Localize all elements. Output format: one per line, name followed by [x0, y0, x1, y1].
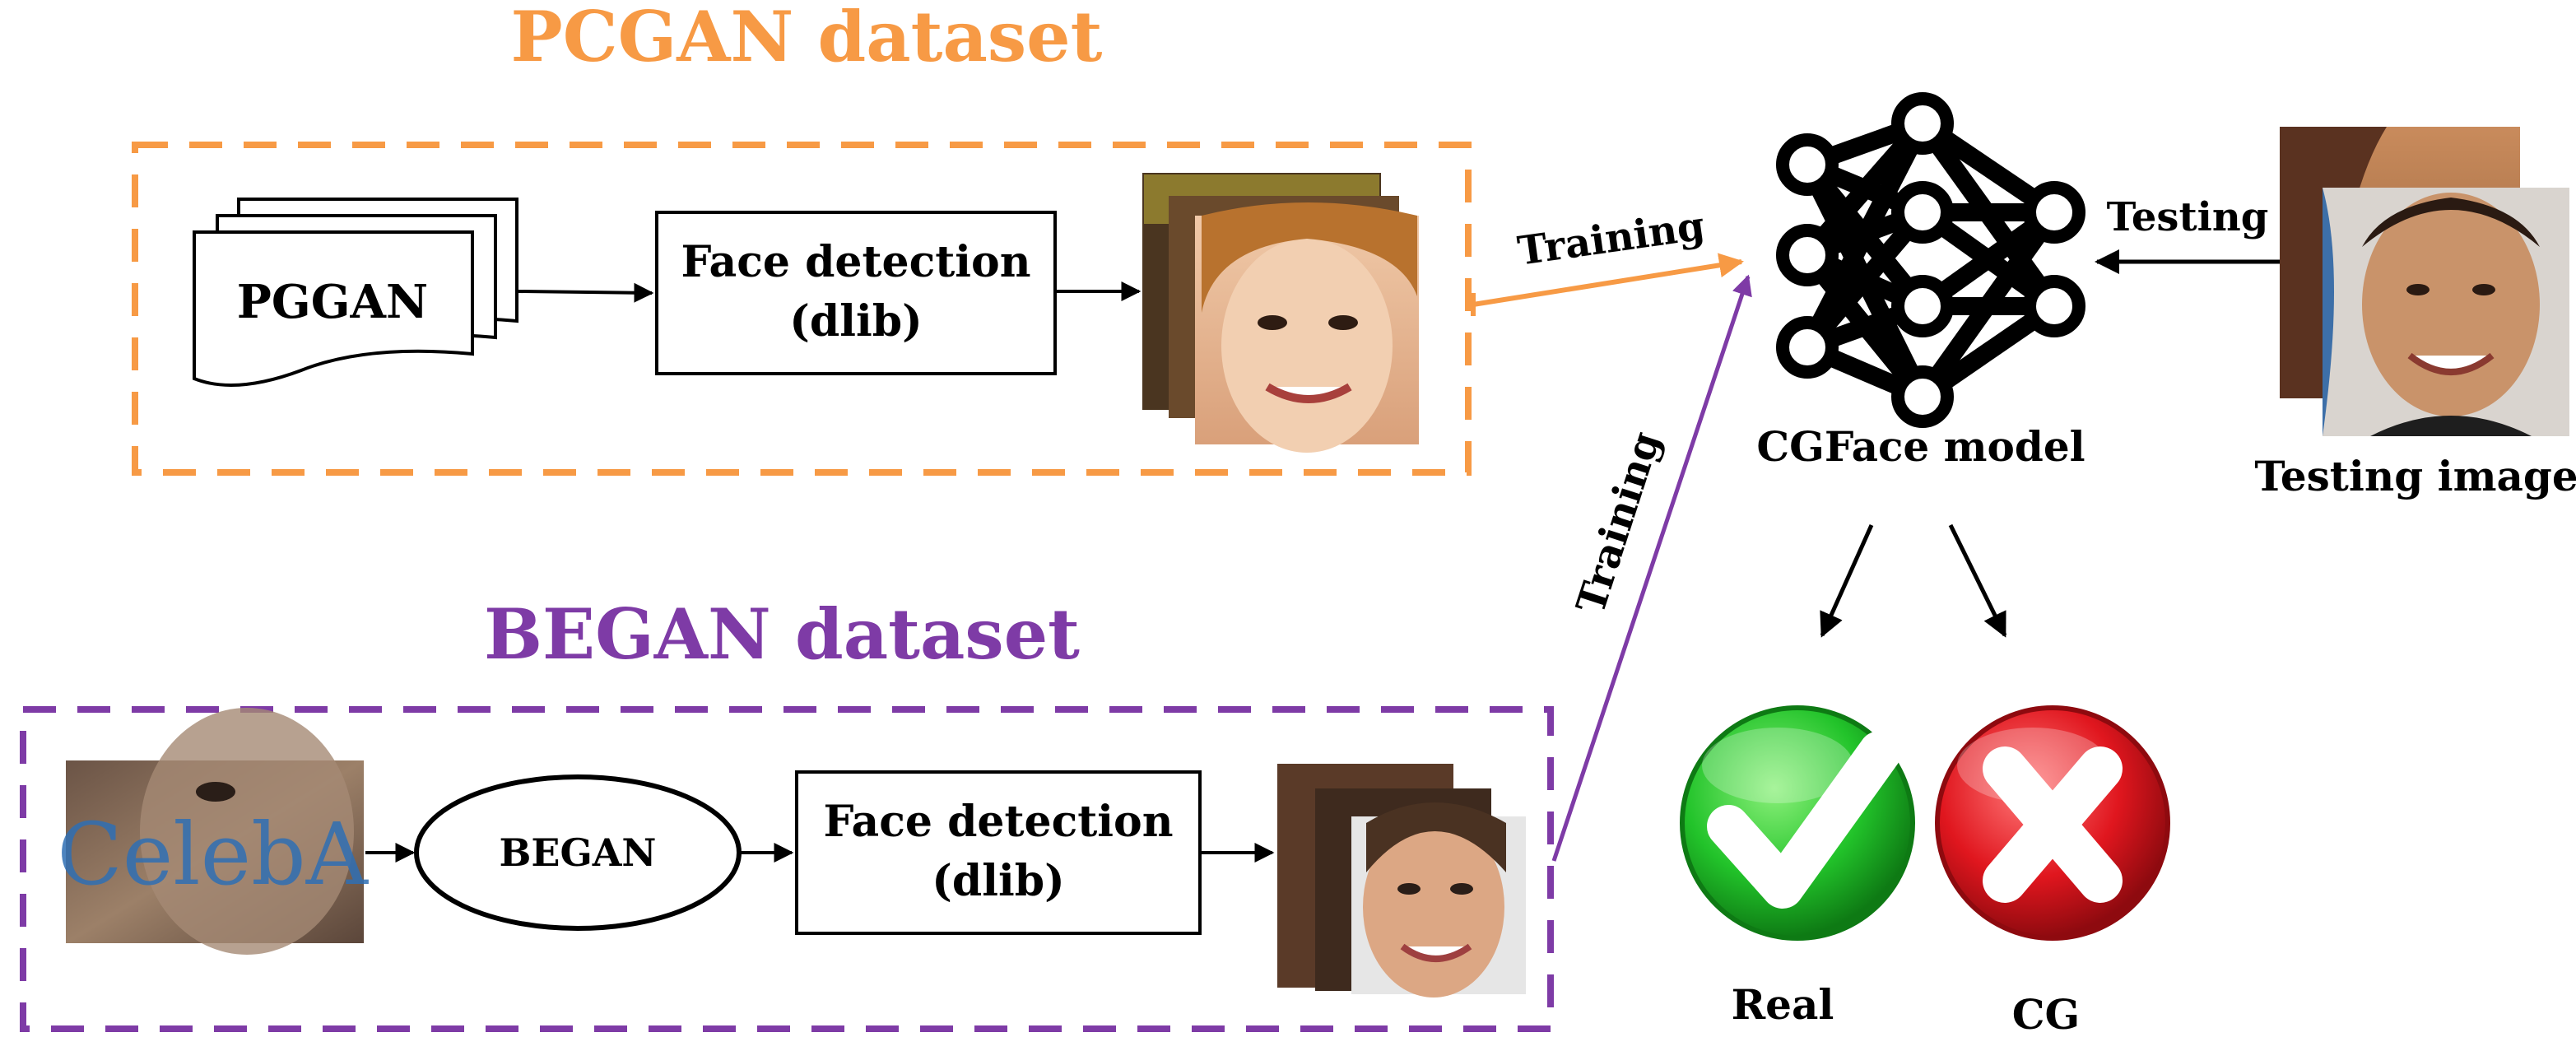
training-arrow-began: [1551, 274, 1752, 862]
arrow-pggan-to-face-detection: [518, 282, 654, 303]
testing-label: Testing: [2107, 194, 2269, 240]
svg-text:Face detection: Face detection: [681, 237, 1030, 287]
pcgan-face-images: [1142, 173, 1419, 453]
arrow-model-to-cg: [1948, 523, 2007, 638]
cgface-model-label: CGFace model: [1756, 422, 2085, 471]
svg-text:BEGAN: BEGAN: [500, 830, 657, 875]
training-label-bottom: Training: [1568, 426, 1670, 620]
arrow-model-to-real: [1820, 523, 1874, 638]
check-icon: [1680, 705, 1915, 941]
began-dataset-title: BEGAN dataset: [484, 593, 1080, 675]
document-stack-icon: [193, 198, 518, 387]
began-face-images: [1277, 764, 1526, 998]
celeba-image: CelebA: [57, 708, 370, 955]
began-face-detection-box: Face detection (dlib): [795, 770, 1202, 935]
neural-network-icon: [1776, 92, 2085, 428]
cross-icon: [1935, 705, 2170, 941]
svg-text:(dlib): (dlib): [932, 856, 1064, 906]
testing-image-label: Testing image: [2254, 452, 2576, 500]
pcgan-dataset-frame: [132, 142, 1472, 476]
pcgan-dataset-title: PCGAN dataset: [511, 0, 1103, 77]
training-arrow-pcgan: [1472, 253, 1744, 307]
pcgan-face-detection-box: Face detection (dlib): [655, 211, 1057, 375]
pggan-label: PGGAN: [237, 275, 428, 329]
testing-image: [2280, 127, 2569, 436]
cg-label: CG: [2012, 990, 2081, 1039]
svg-text:(dlib): (dlib): [789, 296, 922, 346]
began-generator-ellipse: BEGAN: [414, 774, 742, 931]
real-label: Real: [1732, 980, 1834, 1029]
training-label-top: Training: [1515, 203, 1708, 275]
svg-text:CelebA: CelebA: [57, 804, 370, 905]
began-dataset-frame: [20, 706, 1554, 1032]
svg-text:Face detection: Face detection: [823, 797, 1173, 847]
